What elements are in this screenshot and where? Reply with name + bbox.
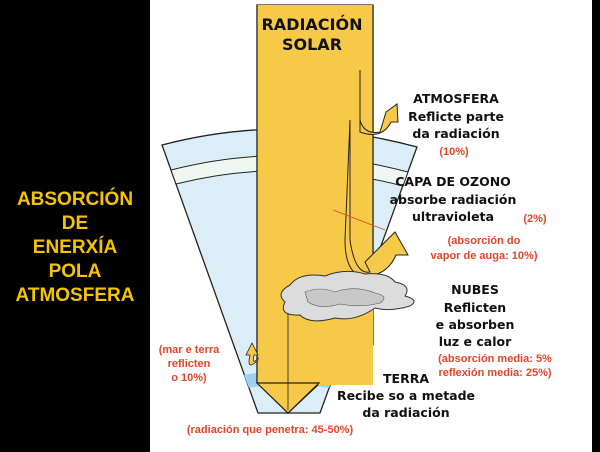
ozone-pointer <box>332 209 386 231</box>
title-line: ABSORCIÓN <box>16 189 134 210</box>
atmosphere-reflection-arrow <box>359 70 399 135</box>
terra-heading: TERRA <box>383 371 429 386</box>
ozono-heading: CAPA DE OZONO <box>395 174 511 189</box>
right-border <box>592 0 600 452</box>
beam-body <box>257 5 373 385</box>
terra-text: Recibe so a metade <box>337 388 475 403</box>
mar-note: (mar e terra <box>159 344 220 356</box>
nubes-note: (absorción media: 5% <box>438 353 552 365</box>
vapor-note: vapor de auga: 10%) <box>431 250 538 262</box>
clouds <box>280 270 415 322</box>
ozono-text: absorbe radiación <box>390 192 517 207</box>
ground-reflection-arrow <box>245 342 259 366</box>
nubes-text: luz e calor <box>439 334 512 349</box>
title-line: ATMOSFERA <box>15 285 135 306</box>
title-line: ENERXÍA <box>32 237 118 258</box>
terra-text: da radiación <box>362 405 449 420</box>
penetra-note: (radiación que penetra: 45-50%) <box>187 424 354 436</box>
mar-note: reflicten <box>168 358 211 370</box>
vapor-note: (absorción do <box>448 235 521 247</box>
vapor-absorption-arrow <box>344 119 409 277</box>
atmosfera-heading: ATMOSFERA <box>413 91 499 106</box>
ozono-percent: (2%) <box>523 213 547 225</box>
beam-label-line: SOLAR <box>282 35 342 54</box>
nubes-text: Reflicten <box>444 300 506 315</box>
atmosfera-percent: (10%) <box>439 146 469 158</box>
nubes-heading: NUBES <box>451 282 499 297</box>
nubes-note: reflexión media: 25%) <box>438 367 551 379</box>
ozono-text: ultravioleta <box>412 209 494 224</box>
mar-note: o 10%) <box>171 372 207 384</box>
title-line: DE <box>61 213 89 234</box>
atmosfera-text: Reflicte parte <box>408 109 504 124</box>
nubes-text: e absorben <box>436 317 515 332</box>
beam-label-line: RADIACIÓN <box>261 15 362 34</box>
atmosphere-diagram: RADIACIÓN SOLAR ATMOSFERA Reflicte parte… <box>159 4 552 436</box>
left-panel <box>0 0 150 452</box>
atmosfera-text: da radiación <box>412 126 499 141</box>
slide-title: ABSORCIÓN DE ENERXÍA POLA ATMOSFERA <box>0 188 150 308</box>
title-line: POLA <box>48 261 102 282</box>
